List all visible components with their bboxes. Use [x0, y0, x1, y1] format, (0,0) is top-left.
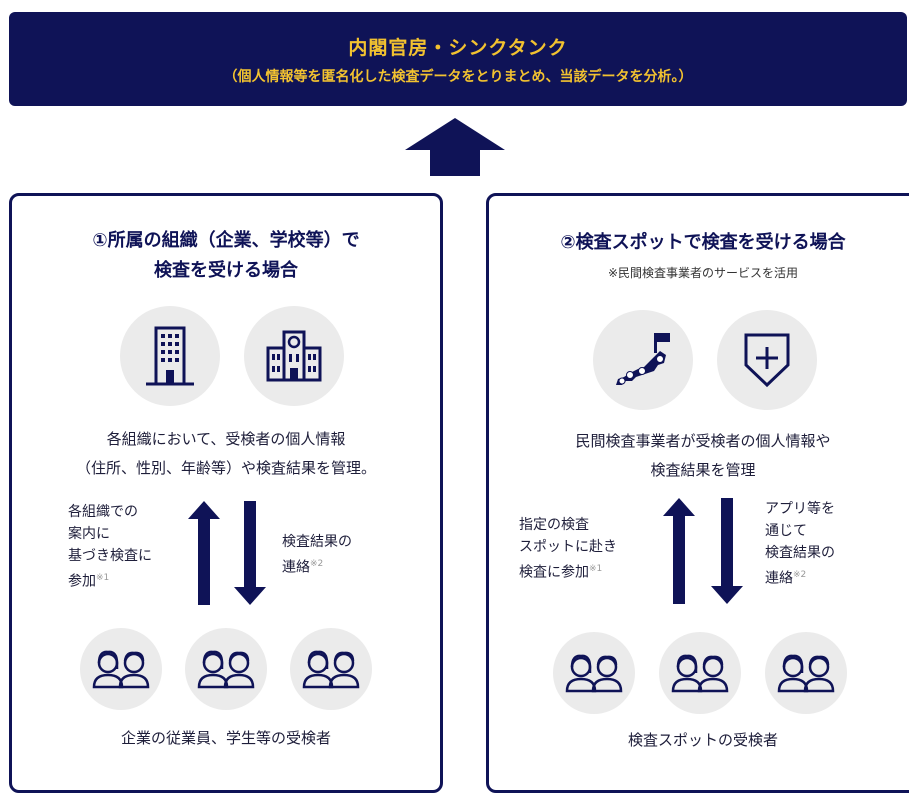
result-notice: 検査結果の 連絡※2 — [282, 531, 352, 579]
japan-map-flag-icon — [593, 310, 693, 410]
result-line: 検査結果の — [282, 534, 352, 550]
result-line: 連絡※2 — [282, 559, 324, 576]
panel-title: ②検査スポットで検査を受ける場合 — [560, 232, 846, 253]
private-service-note: ※民間検査事業者のサービスを活用 — [607, 266, 799, 280]
testing-spot-panel: ②検査スポットで検査を受ける場合 ※民間検査事業者のサービスを活用 民間検査事業… — [486, 193, 909, 793]
examinee-pair-icon — [290, 628, 372, 710]
panel-title-line1: ①所属の組織（企業、学校等）で — [92, 230, 360, 251]
medical-shield-icon — [717, 310, 817, 410]
participation-line: 参加※1 — [68, 573, 110, 590]
participation-line: 基づき検査に — [68, 548, 152, 564]
examinee-pair-icon — [185, 628, 267, 710]
down-arrow-icon — [711, 498, 743, 604]
org-examinees-label: 企業の従業員、学生等の受検者 — [120, 729, 331, 747]
upward-flow-arrow-icon — [405, 118, 505, 176]
footnote-marker: ※2 — [310, 559, 324, 569]
result-line: 検査結果の — [765, 545, 835, 561]
think-tank-header: 内閣官房・シンクタンク （個人情報等を匿名化した検査データをとりまとめ、当該デー… — [9, 12, 907, 106]
examinee-pair-icon — [80, 628, 162, 710]
app-result-notice: アプリ等を 通じて 検査結果の 連絡※2 — [765, 498, 835, 590]
participation-note: 各組織での 案内に 基づき検査に 参加※1 — [68, 501, 152, 593]
spot-examinees-label: 検査スポットの受検者 — [627, 731, 778, 749]
examinee-pair-icon — [765, 632, 847, 714]
footnote-marker: ※1 — [96, 573, 110, 583]
footnote-marker: ※1 — [589, 564, 603, 574]
result-line: 連絡※2 — [765, 570, 807, 587]
spot-description-line2: 検査結果を管理 — [650, 461, 756, 479]
result-line: 通じて — [765, 523, 807, 539]
school-building-icon — [244, 306, 344, 406]
up-arrow-icon — [663, 498, 695, 604]
org-description-line1: 各組織において、受検者の個人情報 — [106, 430, 346, 448]
spot-participation-note: 指定の検査 スポットに赴き 検査に参加※1 — [519, 514, 617, 584]
examinee-pair-icon — [553, 632, 635, 714]
spot-description-line1: 民間検査事業者が受検者の個人情報や — [575, 432, 831, 450]
participation-line: 各組織での — [68, 504, 138, 520]
organization-testing-panel: ①所属の組織（企業、学校等）で 検査を受ける場合 — [9, 193, 443, 793]
footnote-marker: ※2 — [793, 570, 807, 580]
participation-line: スポットに赴き — [519, 539, 617, 555]
header-title: 内閣官房・シンクタンク — [348, 36, 568, 59]
participation-line: 指定の検査 — [519, 517, 589, 533]
down-arrow-icon — [234, 501, 266, 605]
participation-line: 検査に参加※1 — [519, 564, 603, 581]
participation-line: 案内に — [68, 526, 110, 542]
panel-title-line2: 検査を受ける場合 — [154, 260, 298, 281]
header-subtitle: （個人情報等を匿名化した検査データをとりまとめ、当該データを分析。） — [223, 68, 693, 85]
office-building-icon — [120, 306, 220, 406]
up-arrow-icon — [188, 501, 220, 605]
org-description-line2: （住所、性別、年齢等）や検査結果を管理。 — [75, 459, 376, 477]
result-line: アプリ等を — [765, 501, 835, 517]
examinee-pair-icon — [659, 632, 741, 714]
